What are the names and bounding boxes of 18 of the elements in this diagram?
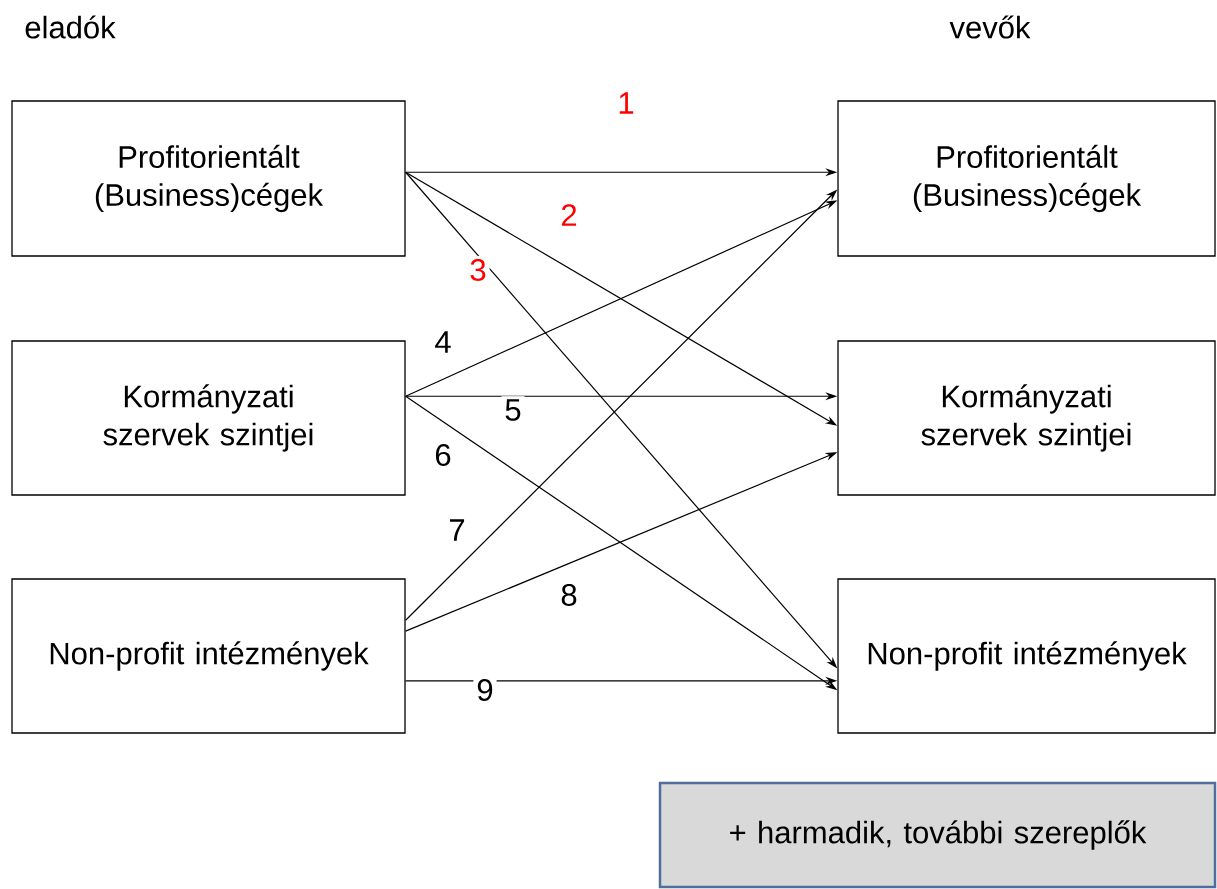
- info-box: + harmadik, további szereplők: [658, 781, 1217, 889]
- edge-label: 3: [466, 256, 490, 284]
- column-heading: eladók: [25, 15, 116, 39]
- category-box: Kormányzati szervek szintjei: [837, 340, 1216, 496]
- category-box: Kormányzati szervek szintjei: [11, 340, 406, 496]
- category-box: Non-profit intézmények: [837, 578, 1216, 734]
- edge-label: 9: [473, 676, 497, 704]
- edge-label: 1: [614, 89, 638, 117]
- edge-label: 2: [557, 201, 581, 229]
- edge-label: 8: [557, 581, 581, 609]
- edge-label: 4: [431, 328, 455, 356]
- category-box: Profitorientált (Business)cégek: [11, 100, 406, 257]
- category-box: Non-profit intézmények: [11, 578, 406, 734]
- category-box: Profitorientált (Business)cégek: [837, 100, 1216, 257]
- column-heading: vevők: [949, 15, 1031, 39]
- edge-label: 6: [431, 441, 455, 469]
- edge-label: 7: [445, 516, 469, 544]
- edge-label: 5: [501, 396, 525, 424]
